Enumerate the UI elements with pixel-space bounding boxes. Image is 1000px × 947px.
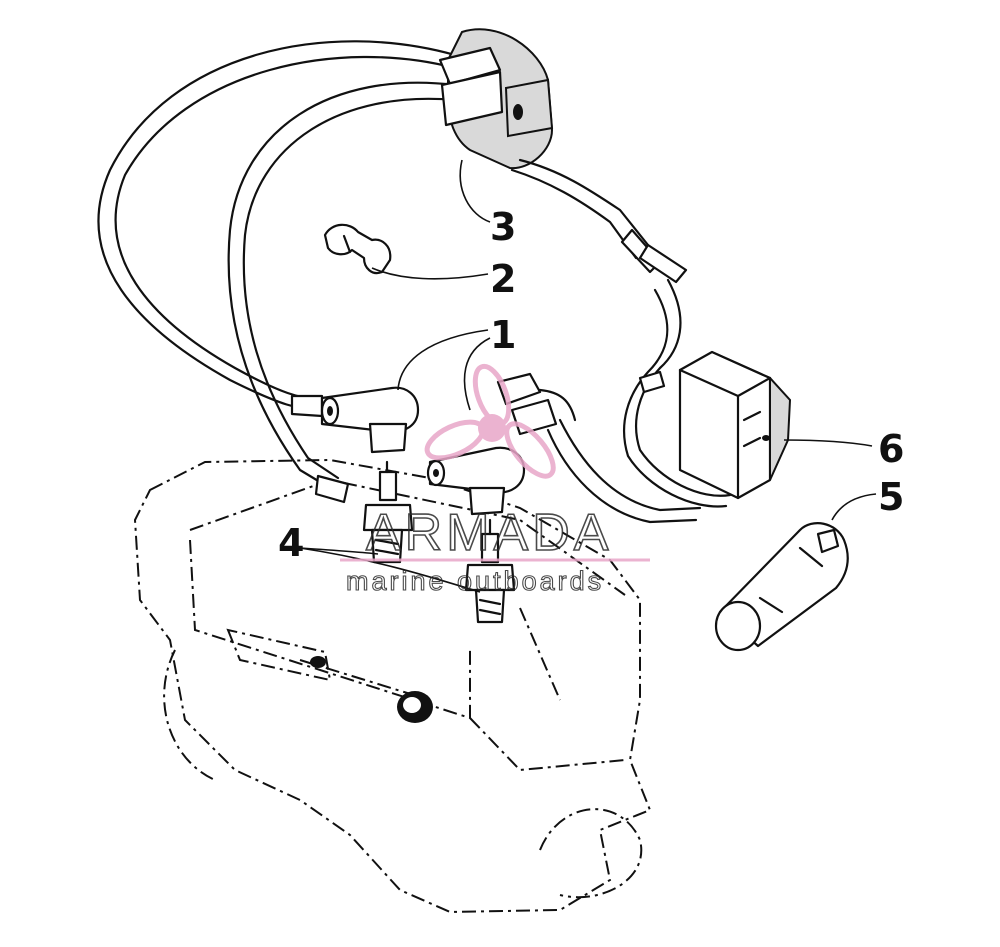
callout-6: 6: [878, 427, 904, 471]
spark-plug-right: [464, 518, 516, 624]
propeller-icon: [424, 363, 556, 479]
leader-lines: [299, 159, 877, 593]
watermark-logo: ARMADA marine outboards: [340, 363, 650, 597]
ignition-coil: [438, 28, 688, 284]
spark-plug-left: [362, 460, 414, 564]
callout-2: 2: [490, 257, 516, 301]
watermark-brand: ARMADA: [366, 504, 612, 562]
watermark-tagline: marine outboards: [346, 566, 604, 596]
capacitor: [714, 522, 849, 652]
spark-plug-cap-right: [426, 446, 526, 516]
cdi-unit: [678, 350, 792, 500]
callout-1: 1: [490, 313, 516, 357]
callout-4: 4: [278, 521, 304, 565]
callout-5: 5: [878, 475, 904, 519]
spark-plug-cap-left: [320, 386, 420, 454]
wire-clamp: [323, 223, 392, 275]
callout-numbers: 3 2 1 4 6 5: [278, 205, 904, 565]
callout-3: 3: [490, 205, 516, 249]
high-tension-wires: [97, 40, 457, 504]
